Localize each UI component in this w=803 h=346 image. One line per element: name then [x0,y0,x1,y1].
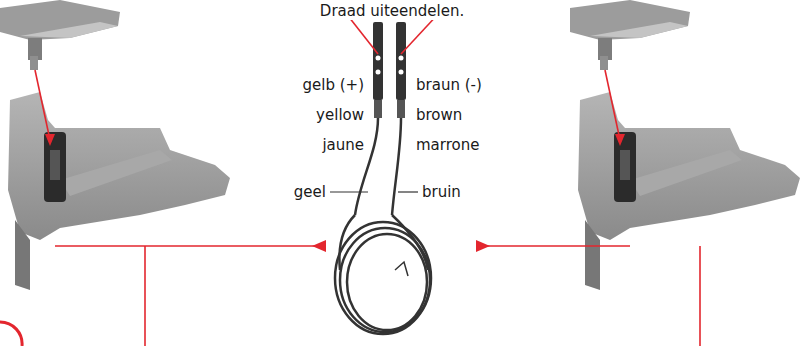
wire-color-label: marrone [414,136,481,154]
instruction-text: Draad uiteendelen. [318,2,466,20]
wire-color-label: gelb (+) [301,76,366,94]
wire-color-label: brown [414,106,464,124]
wire-color-label: jaune [320,136,366,154]
wire-color-label: bruin [420,183,463,201]
wire-color-label: yellow [314,106,366,124]
red-guides [0,12,700,346]
connector-body [578,92,800,290]
wire-ends [373,22,406,118]
connector-body [8,92,230,290]
wire-color-label: braun (-) [414,76,484,94]
wire-color-label: geel [292,183,328,201]
clip-cover [570,0,690,70]
leader-lines [330,191,418,192]
clip-cover [0,0,120,70]
